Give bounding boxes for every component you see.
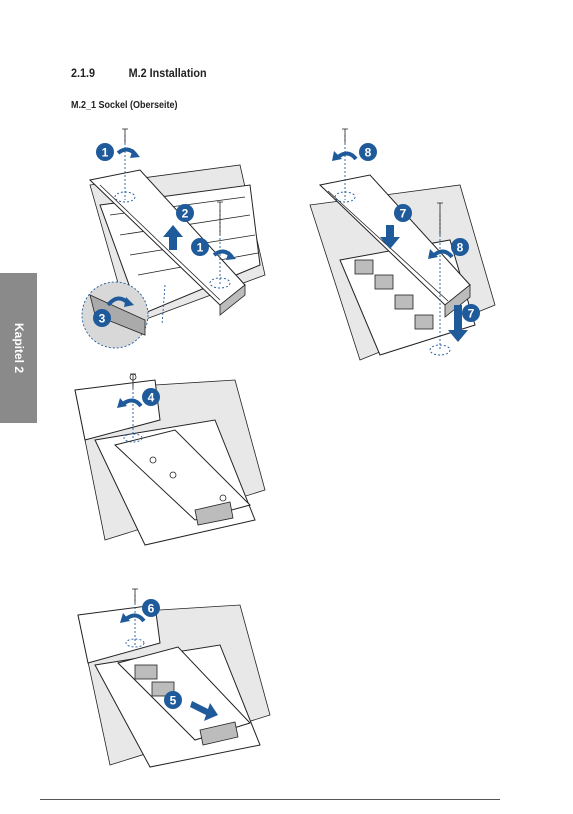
chapter-label: Kapitel 2 [11,322,26,374]
step-7-label: 7 [400,207,407,221]
step-2-label: 2 [182,207,189,221]
step-7-label-second: 7 [468,307,475,321]
section-title: M.2 Installation [128,66,207,80]
figure-remove-heatsink: 1 2 1 3 [81,128,266,349]
step-8-label: 8 [365,146,372,160]
step-3-label: 3 [99,312,106,326]
step-8-label-second: 8 [457,241,464,255]
subsection-title: M.2_1 Sockel (Oberseite) [71,100,178,111]
step-4-label: 4 [148,391,155,405]
section-number: 2.1.9 [71,66,96,80]
step-6-label: 6 [148,602,155,616]
section-heading: 2.1.9 M.2 Installation [71,66,207,80]
figure-reinstall-heatsink: 8 7 8 7 [309,128,496,361]
footer-rule [40,799,500,800]
figure-install-standoff: 4 [74,373,266,546]
chapter-side-tab: Kapitel 2 [0,273,37,423]
step-1-label: 1 [102,146,109,160]
step-1-label-second: 1 [197,241,204,255]
figure-insert-m2-module: 6 5 [77,588,271,768]
step-5-label: 5 [170,694,177,708]
